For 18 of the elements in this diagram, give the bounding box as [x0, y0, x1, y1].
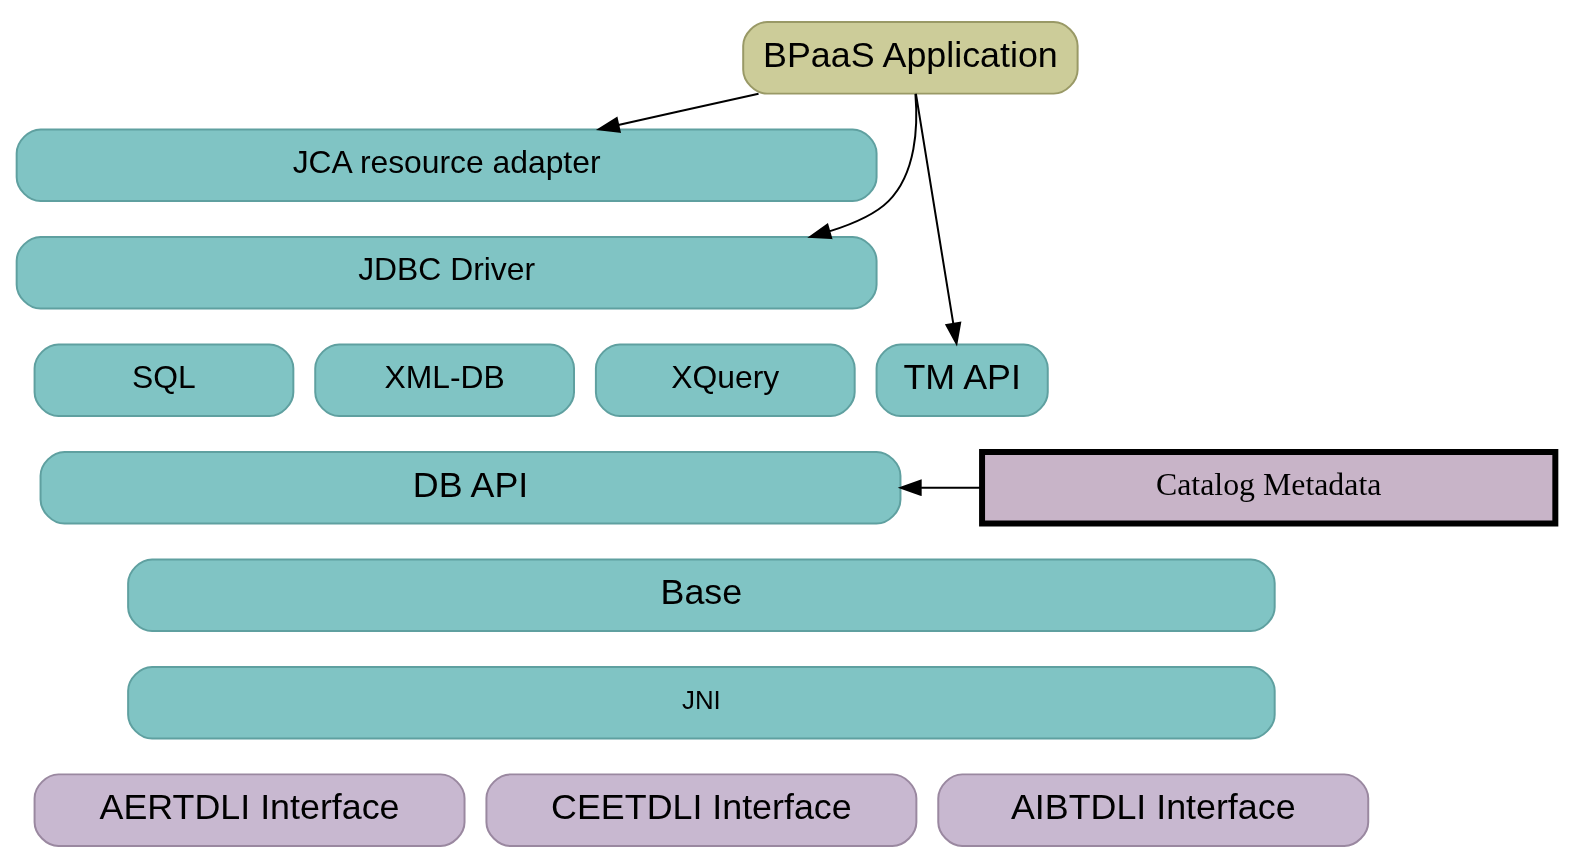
node-box: JCA resource adapter [15, 127, 878, 202]
arrow [897, 478, 983, 496]
node-box: CEETDLI Interface [485, 772, 918, 847]
arrow [807, 92, 918, 239]
node-box: SQL [33, 342, 295, 417]
node-box: JNI [127, 665, 1276, 740]
node-box: AIBTDLI Interface [937, 772, 1370, 847]
node-box: XQuery [594, 342, 856, 417]
node-box: TM API [875, 342, 1049, 417]
node-box: AERTDLI Interface [33, 772, 466, 847]
node-box: XML-DB [314, 342, 575, 417]
node-box: BPaaS Application [742, 20, 1079, 95]
node-box: DB API [39, 450, 902, 525]
arrow [595, 92, 760, 133]
node-box: Catalog Metadata [979, 448, 1559, 527]
node-box: JDBC Driver [15, 235, 878, 310]
node-box: Base [127, 557, 1276, 632]
arrow [914, 92, 962, 346]
